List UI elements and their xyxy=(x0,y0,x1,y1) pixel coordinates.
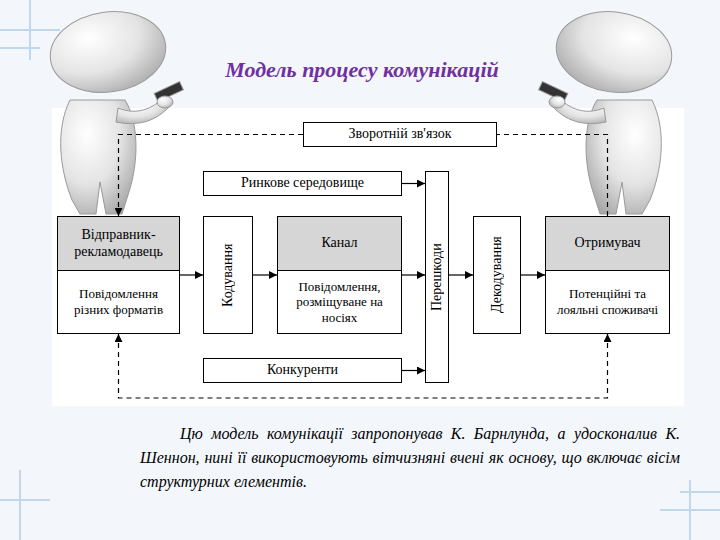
decoding-box: Декодування xyxy=(473,216,521,334)
figure-hand xyxy=(157,96,173,108)
noise-box: Перешкоди xyxy=(425,171,449,383)
box-label: Зворотній зв'язок xyxy=(304,123,496,146)
sender-box: Відправник-рекламодавецьПовідомлення різ… xyxy=(57,216,180,334)
figure-hand xyxy=(549,96,565,108)
box-body: Повідомлення, розміщуване на носіях xyxy=(278,271,401,333)
box-heading: Отримувач xyxy=(546,217,669,271)
competitors-box: Конкуренти xyxy=(203,358,402,383)
flow-arrow xyxy=(253,274,277,275)
encoding-box: Кодування xyxy=(203,216,253,334)
flow-arrow xyxy=(402,183,425,184)
box-body: Повідомлення різних форматів xyxy=(58,271,179,333)
box-label: Ринкове середовище xyxy=(204,172,401,195)
flow-arrow xyxy=(180,274,203,275)
caption-text: Цю модель комунікації запропонував К. Ба… xyxy=(140,422,680,494)
box-label: Конкуренти xyxy=(204,359,401,382)
slide-title: Модель процесу комунікацій xyxy=(170,56,554,84)
corner-lines xyxy=(0,470,50,540)
receiver-box: ОтримувачПотенційні та лояльні споживачі xyxy=(545,216,670,334)
box-heading: Відправник-рекламодавець xyxy=(58,217,179,271)
person-figure xyxy=(45,4,183,214)
feedback-box: Зворотній зв'язок xyxy=(303,122,497,147)
box-label: Перешкоди xyxy=(426,172,448,382)
box-heading: Канал xyxy=(278,217,401,271)
feedback-connector xyxy=(119,334,608,398)
flow-arrow xyxy=(402,274,425,275)
flow-arrow xyxy=(402,370,425,371)
feedback-connector xyxy=(497,135,608,217)
environment-box: Ринкове середовище xyxy=(203,171,402,196)
box-label: Кодування xyxy=(204,217,252,333)
channel-box: КаналПовідомлення, розміщуване на носіях xyxy=(277,216,402,334)
figure-head xyxy=(45,4,171,99)
corner-lines xyxy=(660,480,720,540)
box-label: Декодування xyxy=(474,217,520,333)
box-body: Потенційні та лояльні споживачі xyxy=(546,271,669,333)
person-figure xyxy=(539,4,677,214)
flow-arrow xyxy=(449,274,473,275)
figure-head xyxy=(551,4,677,99)
flow-arrow xyxy=(521,274,545,275)
